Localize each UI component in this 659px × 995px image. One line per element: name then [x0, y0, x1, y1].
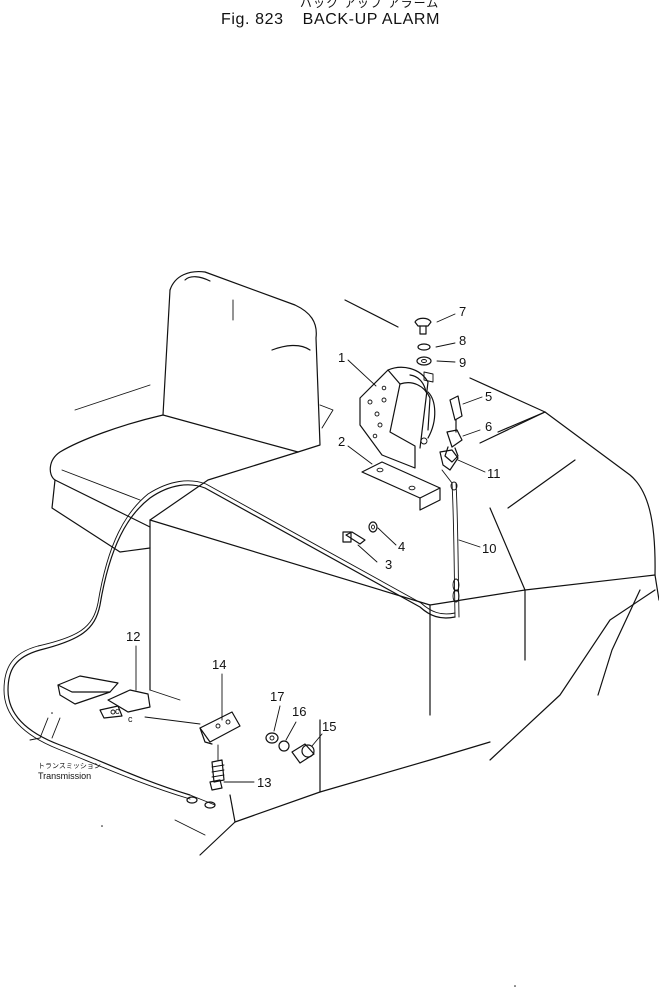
scan-marks	[51, 712, 516, 987]
callout-16: 16	[292, 704, 306, 719]
connectors-5-6-11	[439, 395, 463, 491]
callout-9: 9	[459, 355, 466, 370]
callout-4: 4	[398, 539, 405, 554]
svg-text:c: c	[128, 714, 133, 724]
callout-11: 11	[487, 466, 501, 481]
part-callouts: 1 2 3 4 5 6 7 8 9 10 11 12 13 14 15 16 1…	[126, 304, 501, 790]
figure-caption: BACK-UP ALARM	[302, 11, 440, 28]
bolt-and-washers-15-16-17	[265, 732, 315, 764]
japanese-title: バック アップ アラーム	[300, 0, 440, 10]
figure-title: Fig. 823 BACK-UP ALARM	[221, 11, 440, 29]
figure-header: バック アップ アラーム Fig. 823 BACK-UP ALARM	[0, 0, 659, 40]
callout-5: 5	[485, 389, 492, 404]
svg-text:c: c	[115, 706, 120, 716]
leader-lines	[135, 313, 486, 783]
switch-13	[186, 744, 225, 809]
callout-14: 14	[212, 657, 226, 672]
callout-17: 17	[270, 689, 284, 704]
callout-13: 13	[257, 775, 271, 790]
back-up-alarm-unit	[359, 366, 436, 469]
bolt-and-washer-3-4	[342, 521, 378, 545]
transmission-note: トランスミッション Transmission	[38, 762, 101, 781]
callout-12: 12	[126, 629, 140, 644]
callout-6: 6	[485, 419, 492, 434]
callout-15: 15	[322, 719, 336, 734]
callout-1: 1	[338, 350, 345, 365]
callout-3: 3	[385, 557, 392, 572]
callout-10: 10	[482, 541, 496, 556]
transmission-note-english: Transmission	[38, 771, 91, 781]
wiring-harness	[3, 480, 460, 806]
callout-8: 8	[459, 333, 466, 348]
screw-and-washers-7-8-9	[414, 317, 432, 366]
callout-7: 7	[459, 304, 466, 319]
mounting-bracket	[361, 461, 441, 511]
transmission-note-japanese: トランスミッション	[38, 762, 101, 770]
operator-seat	[49, 270, 334, 553]
figure-number: Fig. 823	[221, 11, 284, 28]
callout-2: 2	[338, 434, 345, 449]
switch-assembly-12: c c	[29, 675, 151, 741]
machine-body	[149, 299, 659, 856]
switch-bracket-14	[144, 711, 241, 745]
